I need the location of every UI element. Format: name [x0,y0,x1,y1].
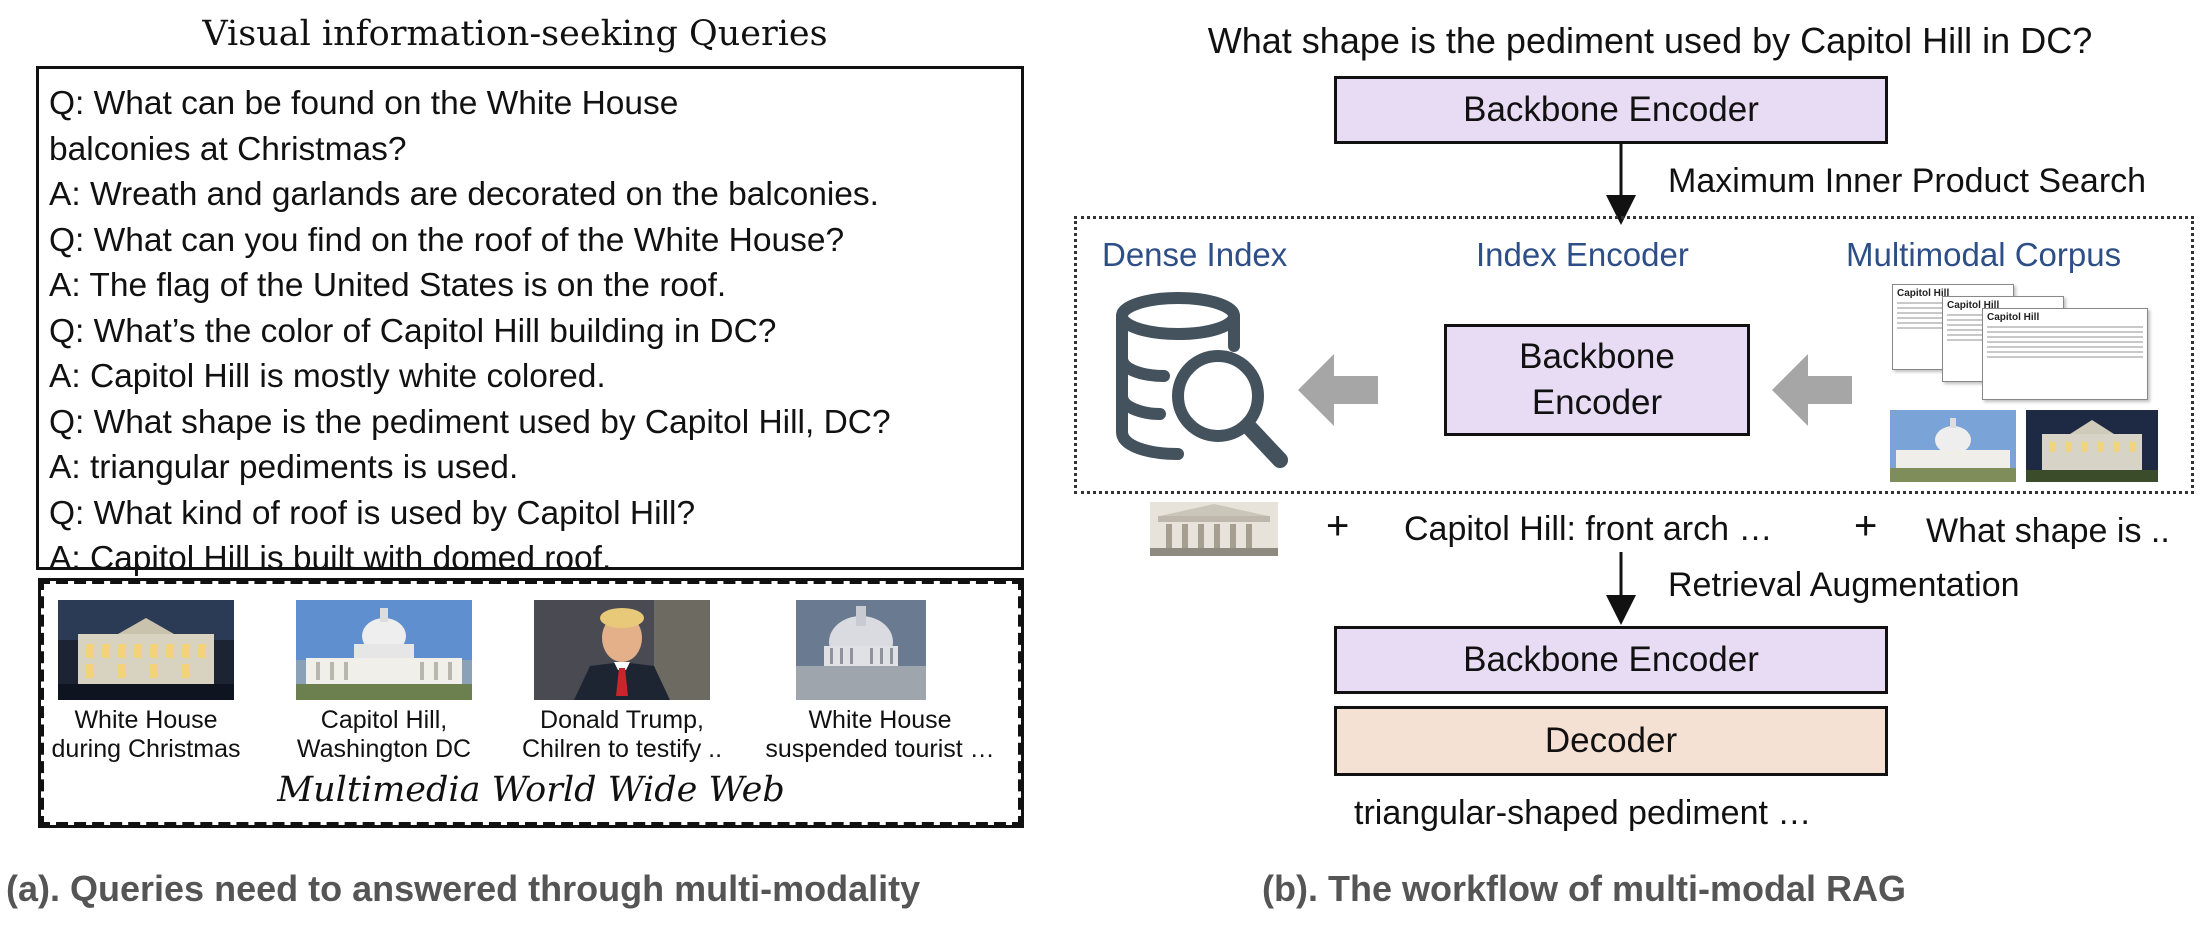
left-arrow-icon [1298,354,1378,426]
corpus-white-house-image [2026,410,2158,482]
qa-line: A: Wreath and garlands are decorated on … [49,176,879,213]
output-answer: triangular-shaped pediment … [1354,794,1812,832]
multimedia-web-title: Multimedia World Wide Web [277,770,785,810]
qa-line: A: triangular pediments is used. [49,449,519,486]
panel-a-caption: (a). Queries need to answered through mu… [6,868,921,909]
qa-line: Q: What shape is the pediment used by Ca… [49,403,891,441]
panel-b-caption: (b). The workflow of multi-modal RAG [1262,868,1906,909]
qa-box: Q: What can be found on the White House b… [36,66,1024,577]
qa-line: A: The flag of the United States is on t… [49,267,727,304]
multimodal-corpus-label: Multimodal Corpus [1846,236,2122,273]
index-encoder-line-2: Encoder [1531,383,1663,422]
qa-line: Q: What kind of roof is used by Capitol … [49,494,696,532]
corpus-capitol-image [1890,410,2016,482]
qa-line: A: Capitol Hill is built with domed roof… [49,540,612,577]
mips-label: Maximum Inner Product Search [1668,162,2147,200]
qa-list: Q: What can be found on the White House b… [39,69,1021,582]
index-encoder-line-1: Backbone [1519,337,1675,376]
index-encoder-label: Index Encoder [1476,236,1689,273]
document-title: Capitol Hill [1897,288,1950,299]
web-item-caption-1: White House during Christmas [51,706,241,763]
qa-line: Q: What’s the color of Capitol Hill buil… [49,312,777,350]
retrieval-augmentation-label: Retrieval Augmentation [1668,566,2020,604]
input-question: What shape is the pediment used by Capit… [1207,20,2093,61]
qa-line: Q: What can be found on the White House [49,85,679,122]
left-arrow-icon [1772,354,1852,426]
document-title: Capitol Hill [1987,312,2040,323]
decoder-box: Decoder [1334,706,1888,776]
document-title: Capitol Hill [1947,300,2000,311]
top-backbone-encoder: Backbone Encoder [1334,76,1888,144]
dense-index-label: Dense Index [1102,236,1288,273]
retrieved-text: Capitol Hill: front arch … [1404,510,1773,548]
web-item-caption-4: White House suspended tourist … [765,706,995,763]
qa-line: balconies at Christmas? [49,130,407,168]
corpus-document: Capitol Hill [1982,308,2148,400]
qa-line: Q: What can you find on the roof of the … [49,221,845,259]
index-backbone-encoder: Backbone Encoder [1444,324,1750,436]
plus-sign: + [1854,504,1878,548]
white-house-christmas-image [58,600,234,700]
qa-line: A: Capitol Hill is mostly white colored. [49,358,606,395]
plus-sign: + [1326,504,1350,548]
web-item-caption-3: Donald Trump, Chilren to testify .. [521,706,723,763]
multimedia-web-box: White House during Christmas Capitol Hil… [38,578,1024,828]
capitol-dome-image [796,600,926,700]
capitol-hill-image [296,600,472,700]
query-snippet: What shape is .. [1926,512,2170,550]
retrieved-image-thumbnail [1150,502,1278,556]
bottom-backbone-encoder: Backbone Encoder [1334,626,1888,694]
donald-trump-image [534,600,710,700]
panel-a-title: Visual information-seeking Queries [202,14,828,54]
database-search-icon [1116,292,1288,468]
retrieval-index-region [1074,216,2194,494]
web-item-caption-2: Capitol Hill, Washington DC [296,706,472,763]
